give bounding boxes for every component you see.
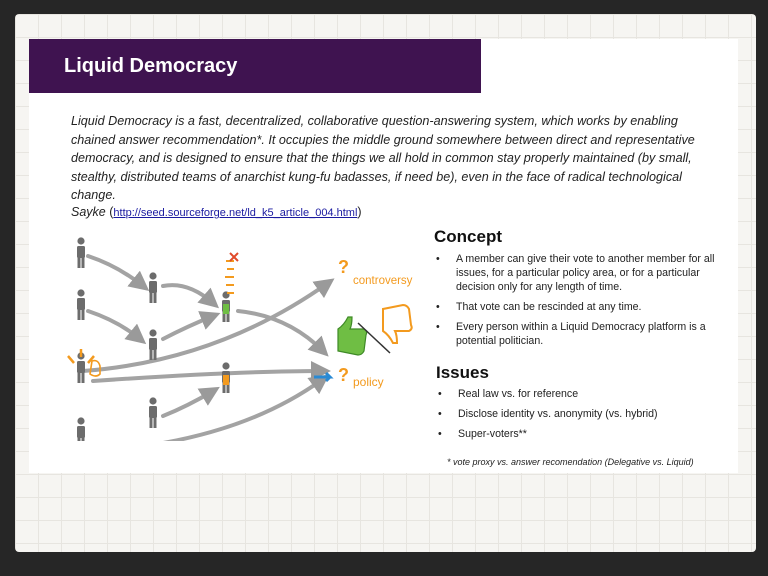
slide-title: Liquid Democracy bbox=[64, 55, 238, 77]
concept-item: A member can give their vote to another … bbox=[434, 252, 729, 294]
delegation-arrows bbox=[81, 254, 335, 441]
small-thumbs-down-icon bbox=[89, 359, 101, 377]
question-mark-icon: ? bbox=[338, 365, 349, 385]
issue-item: Super-voters** bbox=[436, 427, 726, 441]
issues-list: Real law vs. for reference Disclose iden… bbox=[436, 387, 726, 447]
concept-item: That vote can be rescinded at any time. bbox=[434, 300, 729, 314]
quote-text: Liquid Democracy is a fast, decentralize… bbox=[71, 114, 695, 202]
person-icon bbox=[77, 289, 85, 320]
title-bar: Liquid Democracy bbox=[29, 39, 481, 93]
person-icon bbox=[149, 397, 157, 428]
slide: Liquid Democracy Liquid Democracy is a f… bbox=[29, 39, 738, 473]
burst-icon bbox=[67, 349, 95, 364]
concept-heading: Concept bbox=[434, 227, 502, 246]
thumbs-down-icon bbox=[382, 303, 413, 344]
green-vote-mark bbox=[223, 304, 229, 314]
paren-open: ( bbox=[109, 205, 114, 219]
concept-list: A member can give their vote to another … bbox=[434, 252, 729, 354]
person-icon bbox=[149, 272, 157, 303]
attribution: Sayke (http://seed.sourceforge.net/ld_k5… bbox=[71, 205, 362, 219]
liquid-democracy-diagram: ? controversy ? policy bbox=[67, 237, 413, 441]
vote-tally-icon bbox=[225, 252, 239, 294]
label-policy: policy bbox=[353, 375, 384, 389]
person-icon bbox=[77, 237, 85, 268]
label-controversy: controversy bbox=[353, 275, 413, 287]
person-icon bbox=[149, 329, 157, 360]
issue-item: Disclose identity vs. anonymity (vs. hyb… bbox=[436, 407, 726, 421]
question-mark-icon: ? bbox=[338, 257, 349, 277]
source-link[interactable]: http://seed.sourceforge.net/ld_k5_articl… bbox=[113, 207, 358, 219]
issues-heading: Issues bbox=[436, 363, 489, 382]
issue-item: Real law vs. for reference bbox=[436, 387, 726, 401]
person-icon bbox=[77, 417, 85, 441]
divider-line bbox=[357, 322, 391, 354]
concept-item: Every person within a Liquid Democracy p… bbox=[434, 320, 729, 348]
thumbs-up-icon bbox=[337, 316, 368, 356]
quote-author: Sayke bbox=[71, 205, 106, 219]
blue-arrow-icon bbox=[314, 371, 334, 383]
orange-vote-mark bbox=[223, 375, 229, 385]
paren-close: ) bbox=[357, 205, 362, 219]
footnote: * vote proxy vs. answer recomendation (D… bbox=[447, 457, 694, 467]
